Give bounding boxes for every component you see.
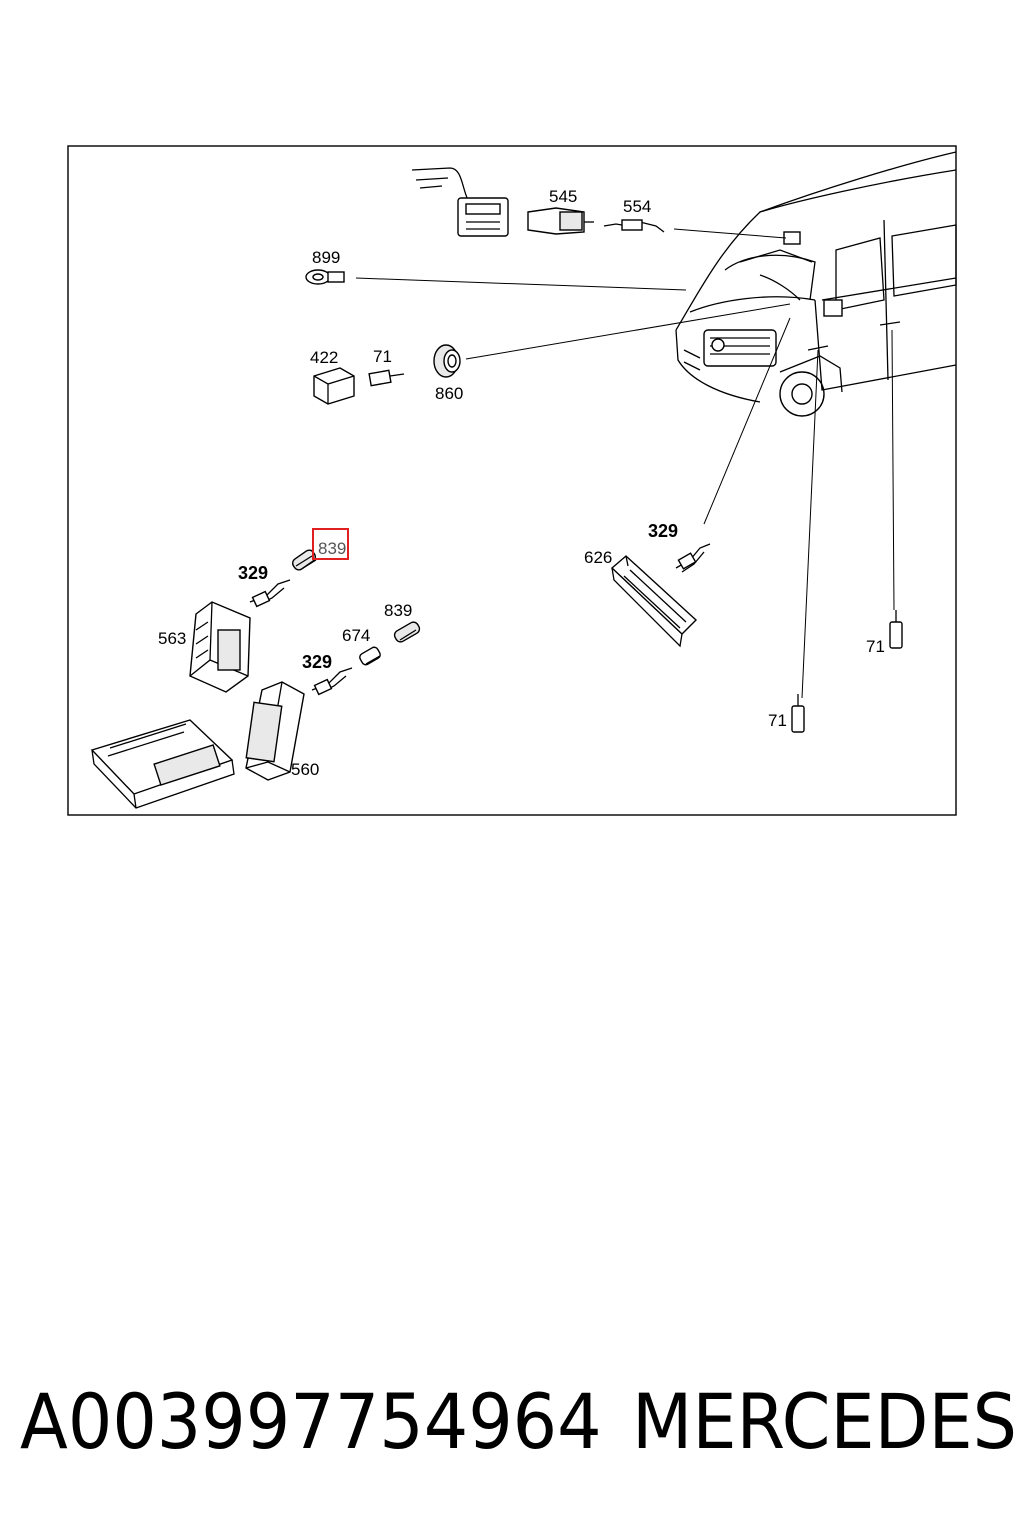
ring-terminal-899 — [305, 269, 345, 285]
label-674: 674 — [342, 626, 370, 645]
control-unit — [90, 719, 235, 809]
plug-674 — [359, 646, 381, 666]
contact-329-b — [311, 667, 353, 696]
label-422: 422 — [310, 348, 338, 367]
label-839-highlighted: 839 — [318, 539, 346, 558]
wiring-display-module — [411, 167, 509, 237]
terminal-71-right — [889, 610, 903, 649]
label-899: 899 — [312, 248, 340, 267]
contact-329-a — [249, 579, 291, 608]
connector-545 — [527, 207, 594, 235]
leader-lines — [355, 228, 895, 699]
label-563: 563 — [158, 629, 186, 648]
connector-563 — [189, 601, 251, 693]
label-329-a: 329 — [238, 563, 268, 583]
label-626: 626 — [584, 548, 612, 567]
housing-422 — [313, 367, 355, 405]
label-560: 560 — [291, 760, 319, 779]
part-number: A003997754964 — [20, 1377, 602, 1466]
contact-329-c — [675, 543, 711, 573]
label-839-b: 839 — [384, 601, 412, 620]
label-329-b: 329 — [302, 652, 332, 672]
terminal-554 — [603, 219, 665, 233]
highlight-box — [312, 528, 349, 560]
label-71-right: 71 — [866, 637, 885, 656]
diagram-frame — [67, 145, 957, 816]
parts-diagram: 545 554 899 422 71 860 839 329 563 839 6… — [67, 145, 957, 816]
connector-560 — [245, 681, 305, 781]
footer: A003997754964 MERCEDES — [0, 1372, 1024, 1482]
terminal-71-bottom — [791, 694, 805, 733]
label-329-c: 329 — [648, 521, 678, 541]
van-illustration — [675, 151, 957, 417]
seal-839-b — [393, 621, 421, 643]
label-545: 545 — [549, 187, 577, 206]
terminal-71-top — [368, 369, 405, 387]
grommet-860 — [433, 344, 461, 378]
brand-name: MERCEDES — [632, 1377, 1018, 1466]
label-860: 860 — [435, 384, 463, 403]
connector-strip-626 — [610, 555, 698, 648]
label-71-bottom: 71 — [768, 711, 787, 730]
label-71-top: 71 — [373, 347, 392, 366]
label-554: 554 — [623, 197, 651, 216]
